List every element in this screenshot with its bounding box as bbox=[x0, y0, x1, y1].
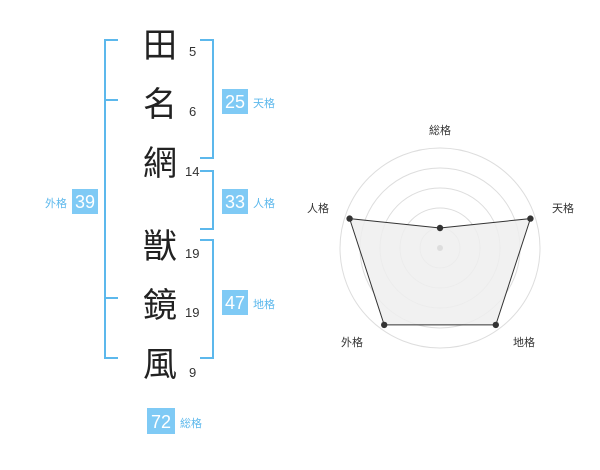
tenkaku: 25 天格 bbox=[222, 89, 275, 114]
radar-label-soukaku: 総格 bbox=[429, 123, 451, 137]
jinkaku-box bbox=[222, 189, 248, 214]
gaikaku-value: 39 bbox=[75, 192, 95, 212]
jinkaku-value: 33 bbox=[225, 192, 245, 212]
radar-center-dot bbox=[437, 245, 443, 251]
stroke-count-2: 6 bbox=[189, 104, 196, 119]
radar-label-chikaku: 地格 bbox=[513, 335, 535, 349]
radar-point-3 bbox=[492, 321, 499, 329]
chikaku-label: 地格 bbox=[253, 297, 275, 311]
stroke-count-5: 19 bbox=[185, 305, 199, 320]
radar-label-tenkaku: 天格 bbox=[552, 201, 574, 215]
radar-points bbox=[346, 215, 534, 329]
radar-label-jinkaku: 人格 bbox=[307, 201, 329, 215]
chikaku-bracket bbox=[200, 239, 214, 359]
stroke-count-4: 19 bbox=[185, 246, 199, 261]
soukaku-value: 72 bbox=[151, 412, 171, 432]
name-characters: 田 名 網 獣 鏡 風 bbox=[143, 26, 177, 385]
jinkaku-label: 人格 bbox=[253, 196, 275, 210]
tenkaku-box bbox=[222, 89, 248, 114]
radar-point-4 bbox=[381, 321, 388, 329]
radar-chart: 総格 天格 地格 外格 人格 bbox=[307, 123, 574, 349]
char-1: 田 bbox=[143, 26, 177, 66]
brackets bbox=[104, 39, 214, 359]
radar-point-1 bbox=[436, 224, 444, 232]
jinkaku: 33 人格 bbox=[222, 189, 275, 214]
chikaku-value: 47 bbox=[225, 293, 245, 313]
stroke-counts: 5 6 14 19 19 9 bbox=[185, 44, 199, 380]
char-4: 獣 bbox=[143, 227, 177, 267]
char-3: 網 bbox=[143, 144, 177, 184]
tenkaku-label: 天格 bbox=[253, 96, 275, 110]
radar-label-gaikaku: 外格 bbox=[341, 335, 363, 349]
chikaku-box bbox=[222, 290, 248, 315]
tenkaku-value: 25 bbox=[225, 92, 245, 112]
jinkaku-bracket bbox=[200, 170, 214, 230]
radar-axis-labels: 総格 天格 地格 外格 人格 bbox=[307, 123, 574, 349]
chikaku: 47 地格 bbox=[222, 290, 275, 315]
tenkaku-bracket bbox=[200, 39, 214, 159]
stroke-count-3: 14 bbox=[185, 164, 199, 179]
char-2: 名 bbox=[143, 85, 177, 125]
soukaku: 72 総格 bbox=[147, 408, 202, 434]
gaikaku-box bbox=[72, 189, 98, 214]
soukaku-box bbox=[147, 408, 175, 434]
radar-point-2 bbox=[527, 215, 534, 222]
radar-ring-5 bbox=[339, 147, 541, 349]
radar-point-5 bbox=[346, 215, 353, 222]
char-6: 風 bbox=[143, 345, 177, 385]
gaikaku-bracket bbox=[104, 39, 118, 359]
stroke-count-1: 5 bbox=[189, 44, 196, 59]
gaikaku-label: 外格 bbox=[45, 196, 67, 210]
char-5: 鏡 bbox=[143, 286, 177, 326]
gaikaku: 39 外格 bbox=[45, 189, 98, 214]
stroke-count-6: 9 bbox=[189, 365, 196, 380]
soukaku-label: 総格 bbox=[180, 416, 202, 430]
radar-area bbox=[348, 218, 532, 326]
